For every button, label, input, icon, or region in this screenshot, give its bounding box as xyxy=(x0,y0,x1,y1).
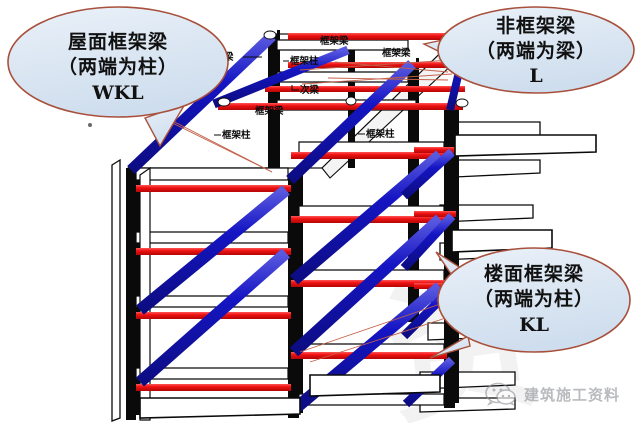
callout-wkl-line1: 屋面框架梁 xyxy=(68,30,168,53)
diagram-label-text: 框架柱 xyxy=(222,129,251,141)
blue-diagonals xyxy=(127,32,470,413)
diagram-label-l8: 框架柱 xyxy=(358,128,395,140)
diagram-label-l2: 框架梁 xyxy=(320,35,349,47)
watermark-brand: 建筑施工资料 xyxy=(485,382,620,406)
diagram-label-text: 框架柱 xyxy=(290,55,319,67)
callout-wkl[interactable]: 屋面框架梁 （两端为柱） WKL xyxy=(7,6,229,148)
callout-kl-code: KL xyxy=(519,314,549,336)
callout-wkl-code: WKL xyxy=(91,82,143,104)
diagram-label-text: 次梁 xyxy=(300,84,320,96)
callout-kl-tail-down xyxy=(429,334,471,359)
stray-dot xyxy=(88,123,92,127)
diagram-labels: 框架梁 框架梁 框架柱 框架梁 次梁 框架梁 框架柱 框架柱 xyxy=(205,35,411,141)
diagram-label-text: 框架梁 xyxy=(255,105,284,117)
callout-kl[interactable]: 楼面框架梁 （两端为柱） KL xyxy=(429,247,631,359)
wechat-icon xyxy=(485,382,516,406)
watermark-brand-text: 建筑施工资料 xyxy=(524,386,620,404)
callout-l-bubble xyxy=(437,6,635,94)
callout-wkl-line2: （两端为柱） xyxy=(58,55,178,78)
joint-nodes xyxy=(217,30,469,108)
callout-l-line1: 非框架梁 xyxy=(496,14,576,37)
callout-kl-line1: 楼面框架梁 xyxy=(484,262,584,285)
diagram-label-text: 框架梁 xyxy=(382,47,411,59)
callout-kl-line2: （两端为柱） xyxy=(474,287,594,310)
diagram-label-l6: 框架梁 xyxy=(255,105,284,117)
diagram-label-l5: 次梁 xyxy=(291,84,320,96)
diagram-label-text: 框架梁 xyxy=(320,35,349,47)
diagram-label-l7: 框架柱 xyxy=(214,129,251,141)
callout-l[interactable]: 非框架梁 （两端为梁） L xyxy=(421,6,635,94)
diagram-label-text: 框架柱 xyxy=(366,128,395,140)
callout-l-code: L xyxy=(529,65,542,87)
diagram-label-l4: 框架梁 xyxy=(382,47,411,59)
callout-l-line2: （两端为梁） xyxy=(476,39,596,62)
frame-structure xyxy=(111,30,597,422)
callout-kl-bubble xyxy=(437,247,631,353)
diagram-label-l3: 框架柱 xyxy=(283,55,319,67)
callout-wkl-bubble xyxy=(7,6,229,118)
